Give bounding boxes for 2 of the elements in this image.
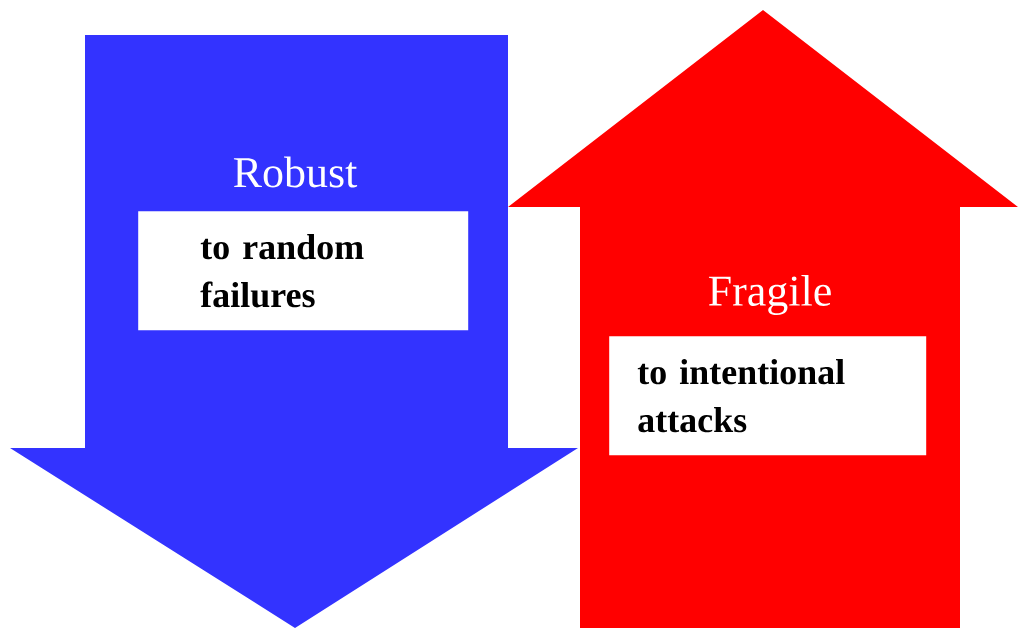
text-box: to random failures bbox=[138, 211, 469, 331]
text-box: to intentional attacks bbox=[609, 336, 927, 456]
